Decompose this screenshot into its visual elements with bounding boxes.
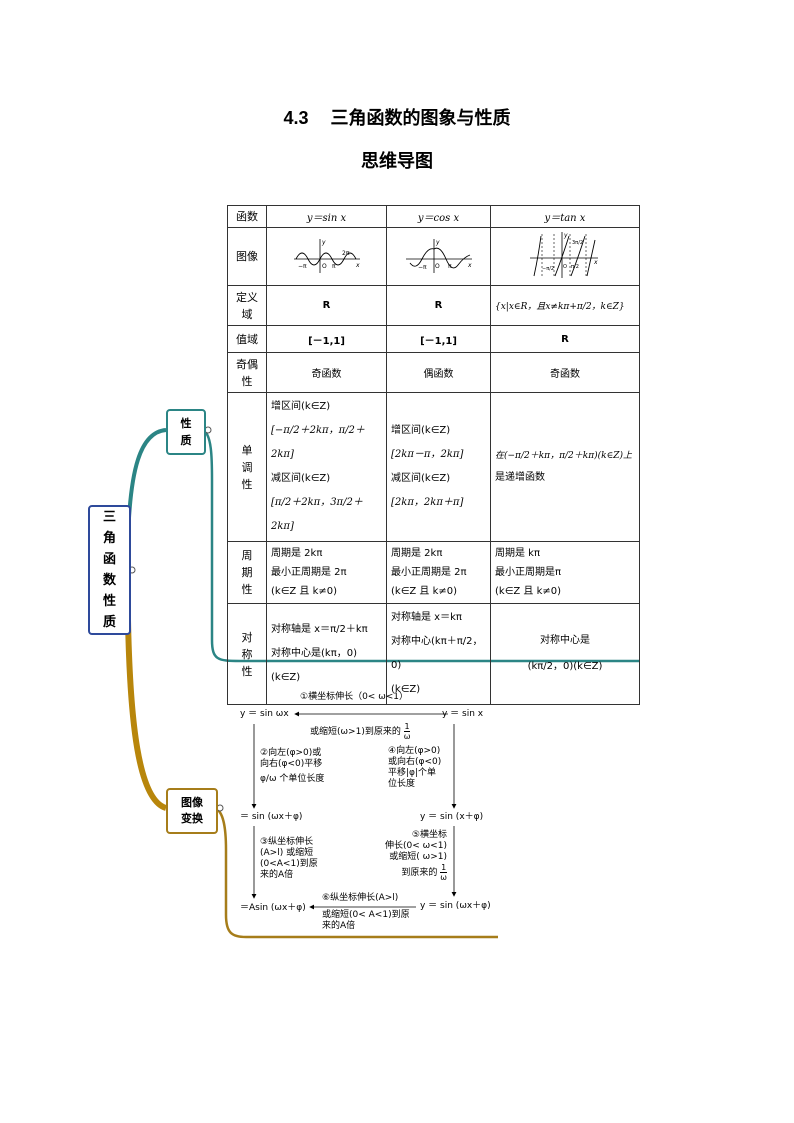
domain-tan: {x|x∈R，且x≠kπ+π/2，k∈Z} [490,285,640,326]
monotonic-sin: 增区间(k∈Z) [−π/2＋2kπ，π/2＋2kπ] 减区间(k∈Z) [π/… [266,392,387,542]
svg-text:O: O [563,264,567,270]
svg-text:y: y [321,239,326,246]
row-label-domain: 定义 域 [227,285,267,326]
svg-text:y: y [563,232,568,239]
page-subtitle: 思维导图 [361,151,433,172]
range-cos: [－1,1] [386,325,491,353]
svg-text:O: O [435,263,440,270]
row-label-range: 值域 [227,325,267,353]
transform-top-right: y ＝ sin x [442,709,484,719]
svg-text:x: x [467,262,472,269]
svg-text:x: x [355,262,360,269]
svg-text:O: O [322,263,327,270]
svg-text:−π: −π [418,264,427,271]
range-sin: [－1,1] [266,325,387,353]
svg-text:π/2: π/2 [571,264,579,270]
row-label-parity: 奇偶 性 [227,352,267,393]
step4-text: ④向左(φ>0)或向右(φ<0) 平移|φ|个单位长度 [388,746,442,789]
parity-cos: 偶函数 [386,352,491,393]
svg-text:−π: −π [298,263,307,270]
graph-sin: −π O π 2π x y [266,227,387,286]
svg-text:−π/2: −π/2 [542,266,554,272]
parity-tan: 奇函数 [490,352,640,393]
row-label-period: 周 期 性 [227,541,267,604]
svg-text:π: π [448,263,452,270]
parity-sin: 奇函数 [266,352,387,393]
transform-mid-right: y ＝ sin (x＋φ) [420,812,484,822]
transform-mid-left: ＝ sin (ωx＋φ) [240,812,303,822]
range-tan: R [490,325,640,353]
properties-table: 函数 y＝sin x y＝cos x y＝tan x 图像 −π O π 2π … [227,205,640,705]
monotonic-cos: 增区间(k∈Z) [2kπ－π，2kπ] 减区间(k∈Z) [2kπ，2kπ＋π… [386,392,491,542]
step2-text: ②向左(φ>0)或向右(φ<0)平移 φ/ω 个单位长度 [260,748,325,784]
svg-text:2π: 2π [342,250,350,257]
symmetry-tan: 对称中心是(kπ/2，0)(k∈Z) [490,603,640,705]
svg-text:x: x [593,259,598,266]
mindmap-root-node[interactable]: 三 角 函 数 性 质 [88,505,131,635]
svg-text:π: π [332,263,336,270]
row-label-symmetry: 对 称 性 [227,603,267,705]
mindmap-branch-transform[interactable]: 图像 变换 [166,788,218,834]
transform-bottom-left: ＝Asin (ωx＋φ) [240,903,306,913]
transform-bottom-right: y ＝ sin (ωx＋φ) [420,901,491,911]
step1-top: ①横坐标伸长（0< ω<1） [300,692,409,702]
step3-text: ③纵坐标伸长(A>l) 或缩短 (0<A<1)到原来的A倍 [260,837,318,880]
row-label-monotonic: 单 调 性 [227,392,267,542]
step6-text: ⑥纵坐标伸长(A>l) 或缩短(0< A<1)到原 来的A倍 [322,893,410,931]
transform-top-left: y ＝ sin ωx [240,709,289,719]
svg-text:y: y [435,239,440,246]
graph-cos: −π O π x y [386,227,491,286]
graph-tan: −π/2 O π/2 3π/2 x y [490,227,640,286]
svg-text:3π/2: 3π/2 [572,240,583,246]
mindmap-branch-properties[interactable]: 性 质 [166,409,206,455]
